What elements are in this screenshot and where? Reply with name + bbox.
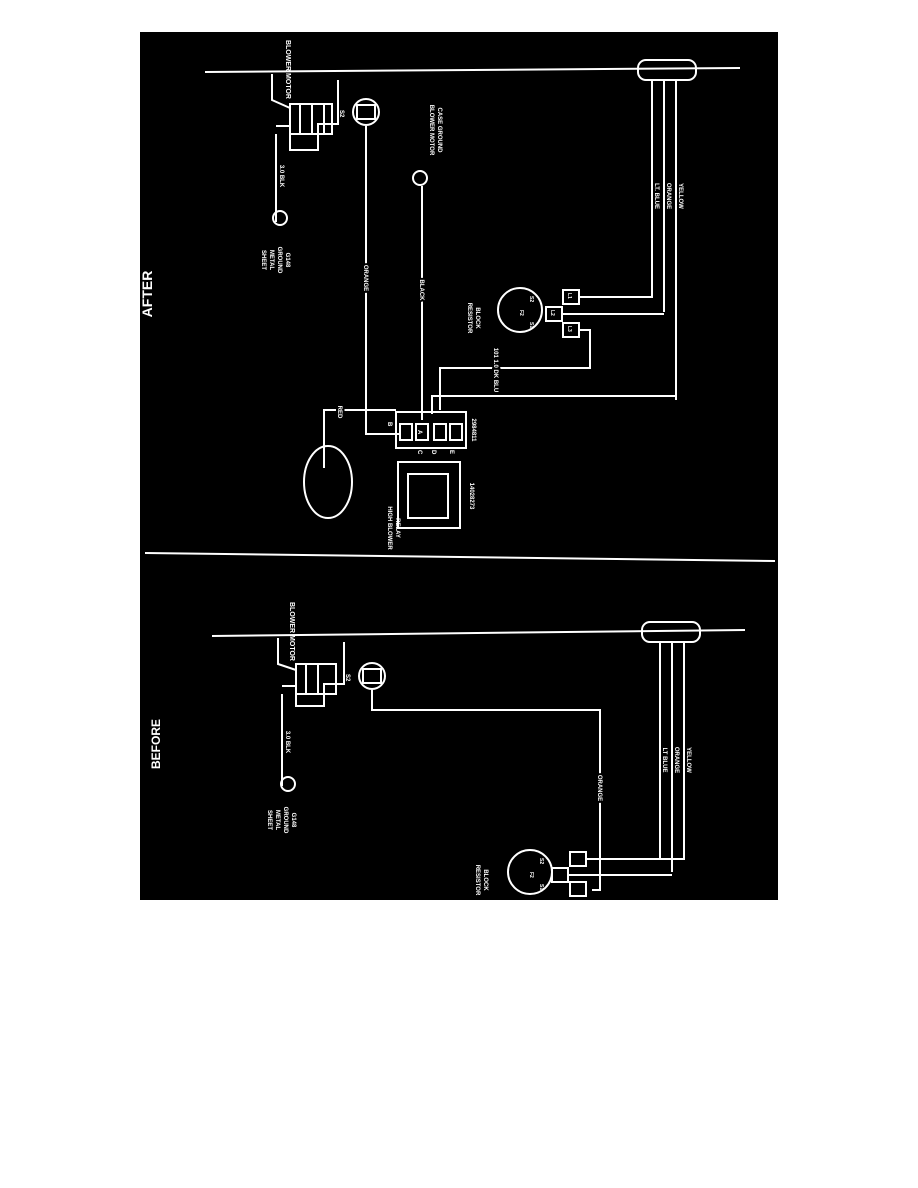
after-relay-name-line1: HIGH BLOWER xyxy=(386,506,392,550)
after-resistor-terminal-s1: S1 xyxy=(528,322,534,328)
after-relay-connector-part: 2984811 xyxy=(470,418,476,442)
before-resistor-terminal-f2: F2 xyxy=(528,872,534,878)
after-sheet-metal-ground-icon xyxy=(272,210,288,226)
before-resistor-block-line1: RESISTOR xyxy=(474,865,480,896)
after-s2-connector xyxy=(352,98,380,126)
after-relay-name-line2: RELAY xyxy=(394,518,400,538)
after-resistor-terminal-s2: S2 xyxy=(528,296,534,302)
after-sheet-metal-ground-line4: G148 xyxy=(284,253,290,268)
after-sheet-metal-ground-line1: SHEET xyxy=(260,250,266,270)
before-sheet-metal-ground-icon xyxy=(280,776,296,792)
after-s2-label: S2 xyxy=(338,110,344,118)
before-sheet-metal-ground-line2: METAL xyxy=(274,810,280,831)
after-resistor-pin-l2: L2 xyxy=(549,310,555,316)
before-s2-label: S2 xyxy=(344,674,350,682)
after-red-wire-label: RED xyxy=(336,406,342,419)
after-gauge-wire-label: 3.0 BLK xyxy=(278,165,284,188)
before-harness-wire-orange: ORANGE xyxy=(673,747,679,773)
after-resistor-pin-l1: L1 xyxy=(566,293,572,299)
after-dk-blu-wire-label: 101 1.0 DK BLU xyxy=(492,348,498,392)
after-relay-pin-e: E xyxy=(448,450,454,454)
after-harness-wire-orange: ORANGE xyxy=(665,183,671,209)
after-resistor-pin-l3: L3 xyxy=(566,326,572,332)
after-relay-pin-a: A xyxy=(416,430,422,435)
after-case-ground-line1: BLOWER MOTOR xyxy=(428,105,434,156)
before-harness-wire-lt-blue: LT BLUE xyxy=(661,748,667,773)
after-relay-top-view xyxy=(303,445,353,519)
after-motor-body xyxy=(271,74,339,151)
after-resistor-block-line1: RESISTOR xyxy=(466,303,472,334)
before-motor-body xyxy=(277,638,345,707)
before-sheet-metal-ground-line3: GROUND xyxy=(282,807,288,834)
after-resistor-block-icon xyxy=(497,287,543,333)
before-resistor-terminal-s1: S1 xyxy=(538,884,544,890)
after-harness-wire-yellow: YELLOW xyxy=(677,183,683,209)
before-gauge-wire-label: 3.0 BLK xyxy=(284,731,290,754)
after-relay-schematic xyxy=(397,461,461,529)
after-orange-wire-label: ORANGE xyxy=(362,265,368,291)
before-sheet-metal-ground-line4: G148 xyxy=(290,813,296,828)
before-sheet-metal-ground-line1: SHEET xyxy=(266,810,272,830)
after-red-wire xyxy=(323,409,396,468)
before-resistor-terminal-s2: S2 xyxy=(538,858,544,864)
before-blower-motor-line xyxy=(211,629,746,637)
after-heading: AFTER xyxy=(139,271,155,318)
after-sheet-metal-ground-line2: METAL xyxy=(268,250,274,271)
after-relay-part: 14028273 xyxy=(468,483,474,510)
after-relay-pin-c: C xyxy=(416,450,422,455)
before-orange-wire xyxy=(371,690,601,891)
before-harness-wire-yellow: YELLOW xyxy=(685,747,691,773)
after-orange-wire xyxy=(365,126,400,435)
after-black-wire-label: BLACK xyxy=(418,280,424,302)
after-resistor-block-line2: BLOCK xyxy=(474,307,480,329)
after-harness-connector xyxy=(637,59,697,81)
after-case-ground-icon xyxy=(412,170,428,186)
before-s2-connector xyxy=(358,662,386,690)
section-divider xyxy=(144,552,776,562)
after-relay-connector xyxy=(395,411,467,449)
after-case-ground-line2: CASE GROUND xyxy=(436,107,442,153)
before-heading: BEFORE xyxy=(149,719,163,769)
after-relay-pin-d: D xyxy=(430,450,436,455)
after-blower-motor-label: BLOWER MOTOR xyxy=(284,40,291,99)
before-orange-wire-label: ORANGE xyxy=(596,775,602,801)
after-relay-pin-b: B xyxy=(386,422,392,427)
before-resistor-block-line2: BLOCK xyxy=(482,869,488,891)
after-harness-wire-lt-blue: LT. BLUE xyxy=(653,183,659,209)
after-sheet-metal-ground-line3: GROUND xyxy=(276,247,282,274)
after-resistor-terminal-f2: F2 xyxy=(518,310,524,316)
before-blower-motor-label: BLOWER MOTOR xyxy=(288,602,295,661)
after-blower-motor-line xyxy=(204,67,741,73)
before-motor-terminal-block xyxy=(295,663,337,695)
